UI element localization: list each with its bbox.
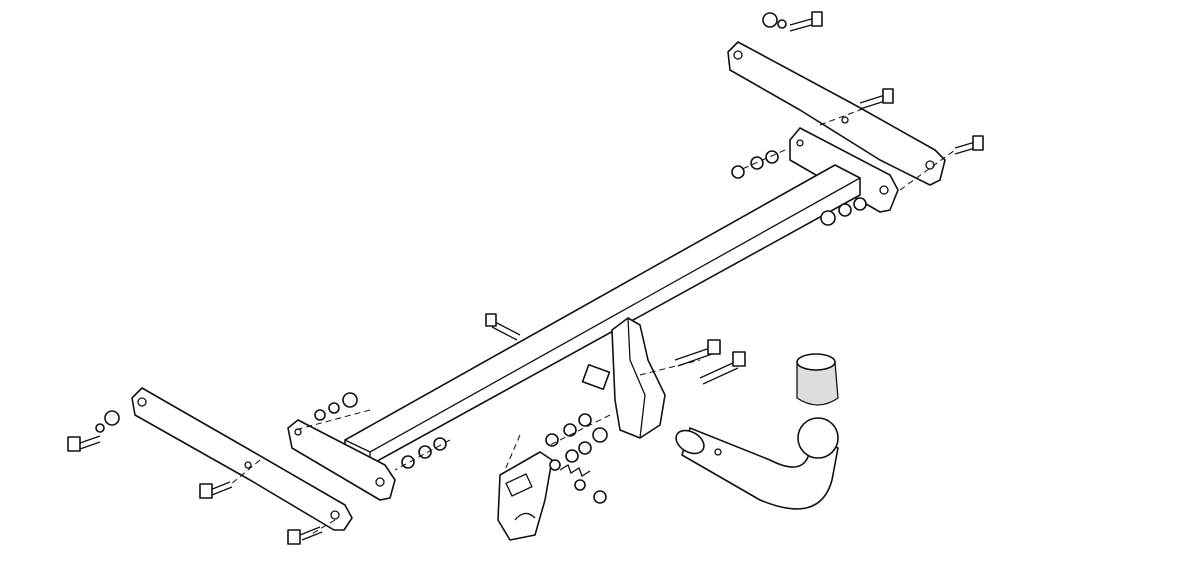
- socket-plate: [497, 451, 553, 541]
- bolts: [67, 11, 984, 545]
- right-side-arm: [727, 41, 946, 186]
- left-side-arm: [131, 387, 353, 531]
- center-bracket: [581, 317, 666, 439]
- main-crossbeam: [344, 164, 861, 466]
- assembly-guide-lines: [229, 107, 956, 536]
- tow-ball-cap: [796, 353, 839, 406]
- tow-ball-neck: [675, 417, 839, 510]
- washers-nuts: [95, 12, 867, 504]
